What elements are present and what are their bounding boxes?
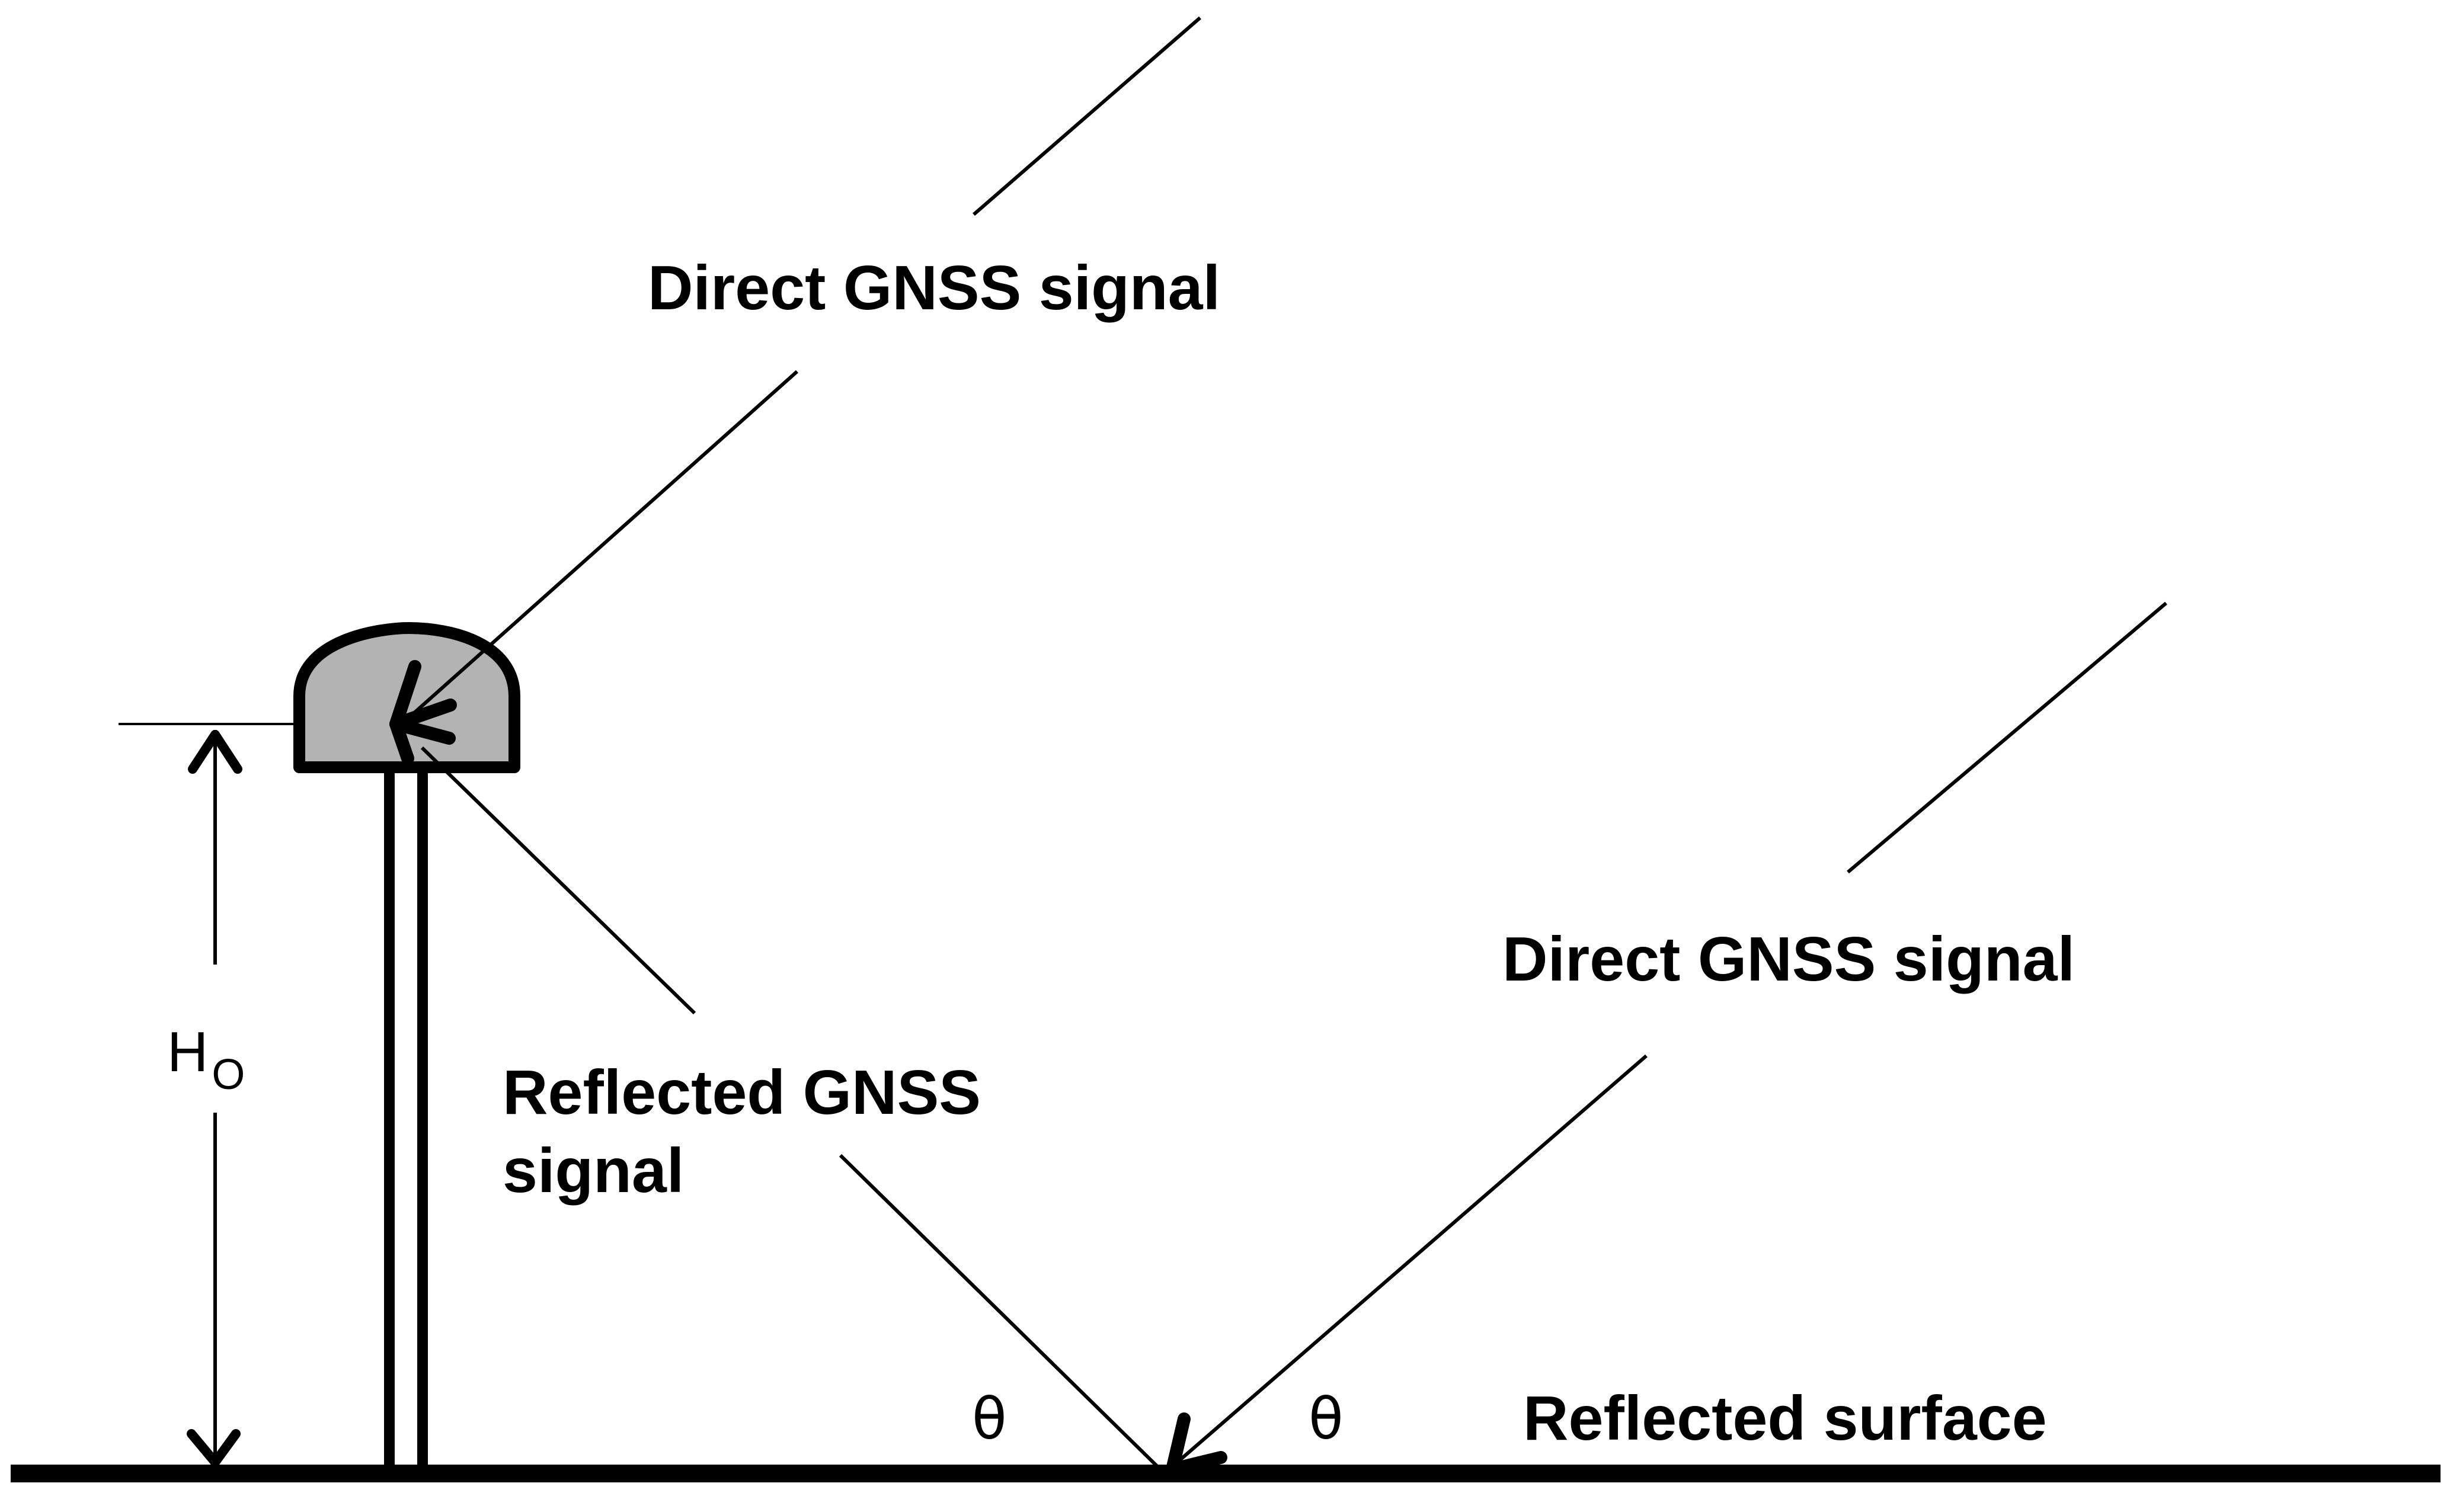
angle-theta-left: θ [972, 1386, 1007, 1452]
reflected-signal-label-line1: Reflected GNSS [503, 1058, 981, 1127]
direct-signal-top-ray-lower [402, 370, 798, 725]
mast-left-post [384, 764, 395, 1466]
direct-signal-top-label: Direct GNSS signal [648, 253, 1220, 323]
direct-signal-right-label: Direct GNSS signal [1502, 924, 2075, 994]
angle-theta-right: θ [1309, 1386, 1344, 1452]
height-arrow-up-head-icon [188, 730, 242, 774]
reflected-surface-line [11, 1465, 2441, 1482]
direct-signal-top-ray-upper [973, 16, 1201, 216]
reflected-surface-label: Reflected surface [1523, 1383, 2047, 1453]
reflected-signal-ray-upper [420, 746, 696, 1015]
reflected-signal-label-line2: signal [503, 1136, 684, 1206]
reflected-signal-ray-lower [839, 1154, 1165, 1474]
direct-signal-right-ray-lower [1169, 1054, 1648, 1470]
direct-signal-right-ray-upper [1847, 601, 2167, 874]
mast-right-post [417, 764, 428, 1466]
antenna-height-label: HO [167, 1020, 245, 1098]
reflected-signal-antenna-arrowhead-icon [389, 717, 456, 765]
height-arrow-down-head-icon [187, 1429, 241, 1467]
reflection-point-arrowhead-icon [1166, 1412, 1227, 1476]
